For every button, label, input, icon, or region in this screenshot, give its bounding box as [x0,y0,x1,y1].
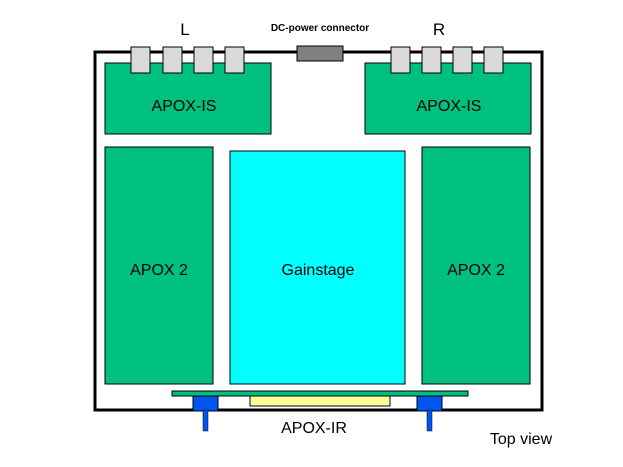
apox-ir-right-block [416,395,443,412]
apox-is-right-label: APOX-IS [417,98,482,115]
apox-ir-left-block [192,395,219,412]
dc-power-connector [296,45,344,62]
left-connector-2 [162,46,183,74]
apox2-right-module [421,146,531,385]
right-channel-label: R [433,20,445,39]
gainstage-module [229,150,406,385]
right-connector-2 [421,46,442,74]
left-connector-1 [130,46,151,74]
apox-ir-label: APOX-IR [281,420,347,437]
right-connector-4 [483,46,504,74]
apox2-right-label: APOX 2 [447,262,505,279]
left-connector-3 [193,46,214,74]
apox-ir-board [171,390,469,397]
apox2-left-module [104,146,214,385]
left-channel-label: L [180,20,189,39]
apox-is-left-label: APOX-IS [152,98,217,115]
apox2-left-label: APOX 2 [130,262,188,279]
apox-ir-right-pin [426,409,433,432]
apox-is-left-module [104,62,272,135]
apox-ir-yellow-element [249,395,391,407]
left-connector-4 [224,46,245,74]
apox-ir-left-pin [202,409,209,432]
dc-power-connector-label: DC-power connector [271,23,369,34]
gainstage-label: Gainstage [282,262,355,279]
apox-is-right-module [364,62,532,135]
top-view-label: Top view [490,431,553,448]
right-connector-1 [390,46,411,74]
right-connector-3 [452,46,473,74]
